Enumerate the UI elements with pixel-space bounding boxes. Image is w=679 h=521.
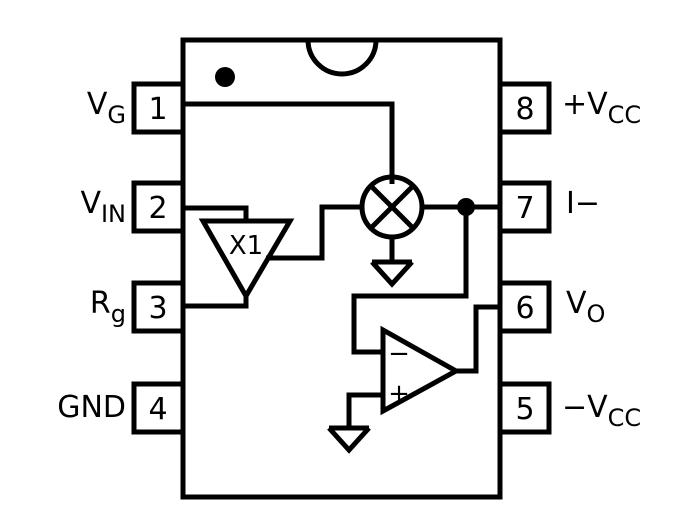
pin-label-8: +VCC	[562, 87, 641, 128]
pin-box-5	[497, 381, 552, 435]
pin-label-5: −VCC	[562, 390, 641, 431]
pin-label-4: GND	[20, 393, 126, 423]
pin-label-8-sub: CC	[607, 101, 642, 129]
pin-number-5: 5	[515, 392, 534, 427]
pin-number-4: 4	[148, 392, 167, 427]
pin-label-6: VO	[566, 286, 605, 327]
ic-body	[180, 37, 503, 500]
pin-box-4	[131, 381, 186, 435]
buffer-label: X1	[229, 231, 263, 261]
pin-label-1: VG	[40, 87, 126, 128]
pin-label-3-sub: g	[110, 300, 126, 328]
pin-label-2-name: V	[80, 186, 101, 221]
wire-opamp-ground	[346, 392, 383, 428]
pin-label-6-sub: O	[586, 300, 606, 328]
pin-label-4-name: GND	[57, 390, 126, 425]
ground-2-tri	[327, 426, 371, 454]
pin-label-7: I−	[566, 189, 600, 219]
pin-label-3: Rg	[40, 286, 126, 327]
pin-number-3: 3	[148, 291, 167, 326]
wire-pin3-buffer	[183, 296, 249, 309]
wire-opamp-pin6	[456, 304, 500, 374]
pin-label-5-sub: CC	[607, 404, 642, 432]
multiplier-cross-b	[369, 184, 415, 230]
pin-label-8-name: +V	[562, 87, 608, 122]
pin-label-6-name: V	[566, 286, 587, 321]
wire-pin1-multiplier	[183, 101, 395, 184]
pin-label-7-name: I−	[566, 186, 600, 221]
pin-label-1-sub: G	[107, 101, 126, 129]
pin-number-6: 6	[515, 291, 534, 326]
pin-number-8: 8	[515, 92, 534, 127]
pin-label-3-name: R	[89, 286, 111, 321]
pin-number-7: 7	[515, 191, 534, 226]
wire-buffer-multiplier	[266, 204, 363, 261]
wire-feedback	[351, 207, 469, 355]
pin-label-2: VIN	[40, 186, 126, 227]
wire-pin2-buffer	[183, 205, 249, 221]
pin-label-1-name: V	[86, 87, 108, 122]
opamp-minus-sign: −	[388, 339, 410, 369]
pin-number-2: 2	[148, 191, 167, 226]
pin-label-2-sub: IN	[100, 200, 126, 228]
ic-notch	[305, 39, 379, 77]
ground-1-tri	[370, 260, 414, 288]
pin-number-1: 1	[148, 92, 167, 127]
pin-box-8	[497, 81, 552, 135]
junction-dot	[457, 198, 475, 216]
pin1-indicator-dot	[215, 67, 235, 87]
pin-box-1	[131, 81, 186, 135]
pin-label-5-name: −V	[562, 390, 608, 425]
opamp-triangle	[380, 325, 462, 416]
opamp-plus-sign: +	[388, 379, 410, 409]
